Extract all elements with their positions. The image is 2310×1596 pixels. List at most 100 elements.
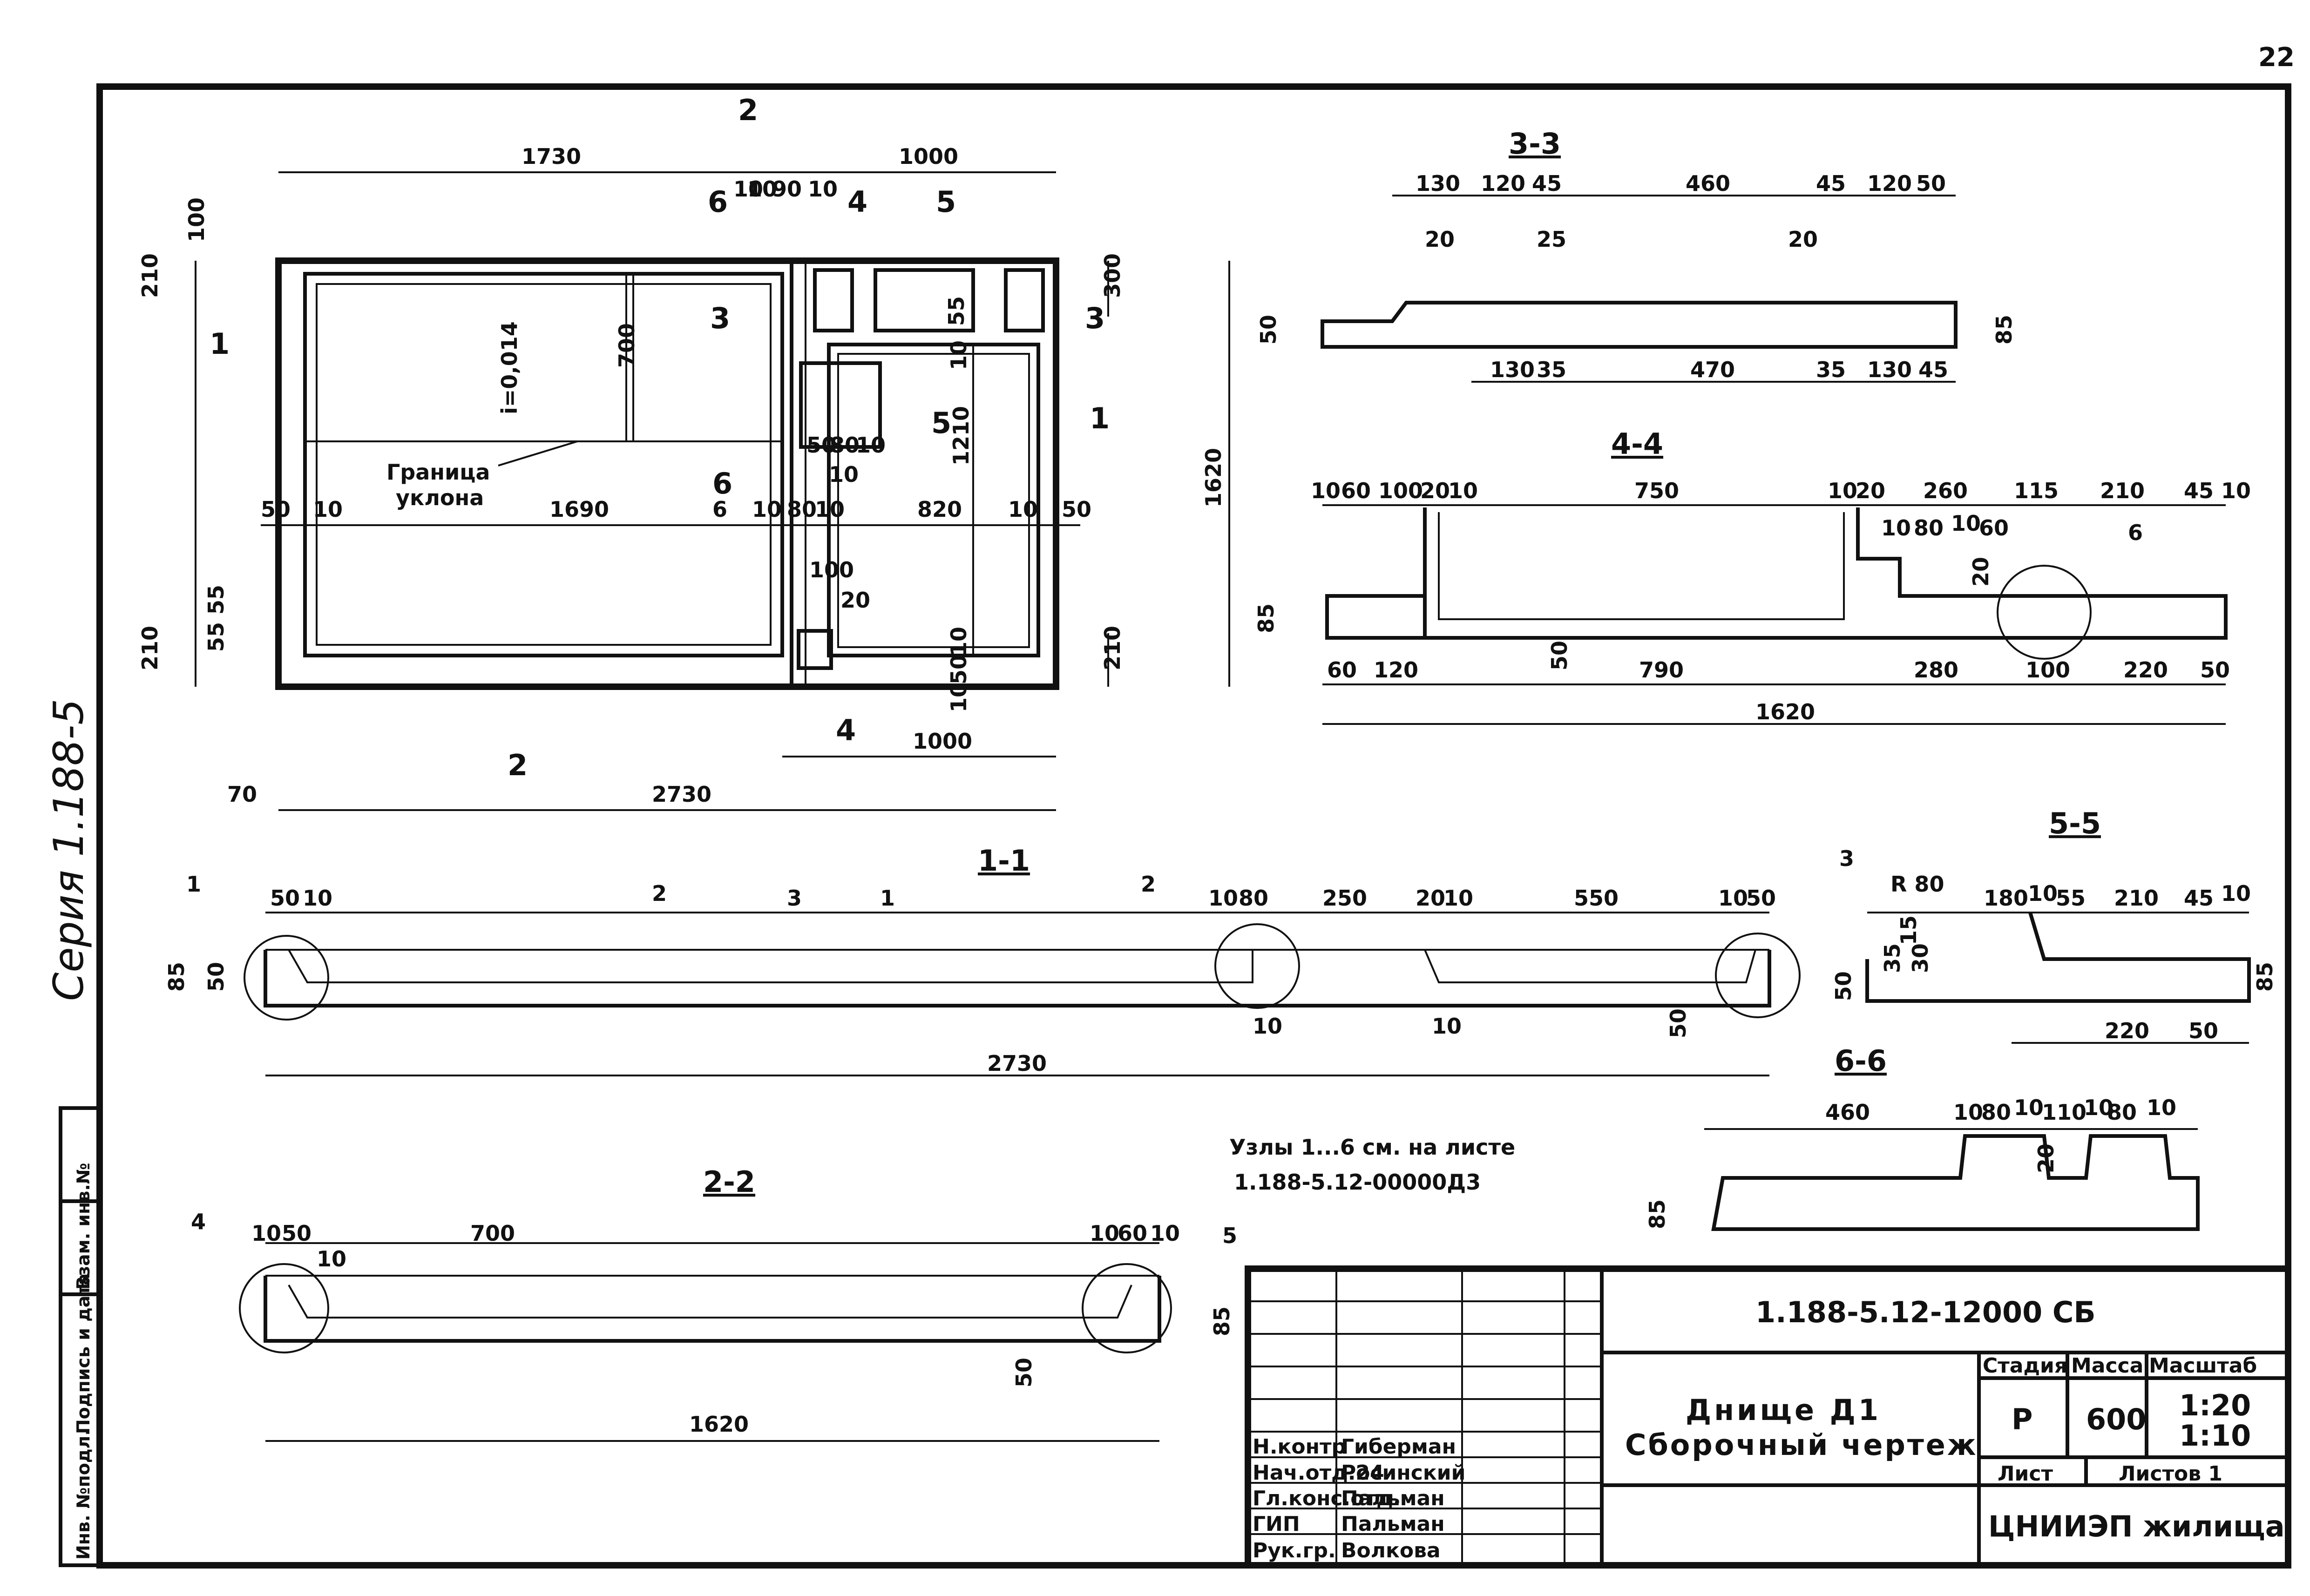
plan-dim-300: 300 xyxy=(1100,253,1125,298)
tb-name-4: Волкова xyxy=(1341,1539,1441,1562)
section-5-5: 5-5 R 80 180 10 55 210 45 10 220 50 15 3… xyxy=(1831,806,2277,1044)
s33-bot-3: 35 xyxy=(1816,357,1846,382)
plan-dim-55-box: 55 xyxy=(944,296,969,326)
s44-bot-1: 120 xyxy=(1374,657,1418,683)
s55-top-4: 45 xyxy=(2184,886,2214,911)
plan-dim-10-top-b: 10 xyxy=(808,176,838,202)
note-line-2: 1.188-5.12-00000Д3 xyxy=(1234,1170,1481,1195)
s44-bot-0: 60 xyxy=(1327,657,1357,683)
s11-top-2: 10 xyxy=(1208,886,1238,911)
s11-bot-2: 50 xyxy=(1666,1008,1691,1038)
s33-bot-2: 470 xyxy=(1690,357,1735,382)
plan-cut-1a: 1 xyxy=(210,327,230,361)
plan-dim-10-r4: 10 xyxy=(946,683,971,712)
s55-side-15: 15 xyxy=(1896,915,1921,945)
s44-side-85: 85 xyxy=(1253,603,1279,633)
tb-role-3: ГИП xyxy=(1253,1512,1300,1536)
s11-top-4: 250 xyxy=(1322,886,1367,911)
s33-top-6: 50 xyxy=(1916,171,1946,196)
s44-top-2: 100 xyxy=(1378,478,1423,503)
s44-total: 1620 xyxy=(1755,699,1815,724)
s11-top-8: 10 xyxy=(1718,886,1748,911)
s44-mid-3: 60 xyxy=(1979,515,2009,541)
s66-top-3: 10 xyxy=(2014,1095,2044,1120)
s11-callout-1a: 1 xyxy=(186,872,201,897)
s55-radius: R 80 xyxy=(1890,872,1944,897)
s44-mid-dims: 10 80 10 60 20 xyxy=(1881,511,2009,587)
s11-top-dims: 50 10 10 80 250 20 10 550 10 50 xyxy=(270,886,1776,911)
s33-top-5: 120 xyxy=(1867,171,1912,196)
s33-top-2: 45 xyxy=(1532,171,1562,196)
tb-scale-1: 1:20 xyxy=(2179,1388,2251,1422)
tb-name-3: Пальман xyxy=(1341,1512,1445,1536)
s44-top-6: 10 xyxy=(1828,478,1857,503)
plan-dim-10-mid2: 10 xyxy=(815,497,845,522)
plan-dim-1210: 1210 xyxy=(948,406,974,466)
s33-top-1: 120 xyxy=(1481,171,1525,196)
plan-dim-80-mid: 80 xyxy=(787,497,817,522)
s11-side-50: 50 xyxy=(203,962,229,992)
tb-stage: Р xyxy=(2012,1402,2032,1436)
plan-cut-5a: 5 xyxy=(936,185,956,219)
s66-top-7: 10 xyxy=(2147,1095,2176,1120)
s55-top-5: 10 xyxy=(2221,881,2251,906)
plan-cut-3b: 3 xyxy=(1085,301,1105,335)
plan-cut-1b: 1 xyxy=(1090,401,1110,435)
s33-side-50: 50 xyxy=(1256,315,1281,345)
plan-cut-4a: 4 xyxy=(847,185,867,219)
s44-bot-4: 100 xyxy=(2025,657,2070,683)
section-2-2: 2-2 10 50 10 700 10 60 10 1620 85 50 4 5 xyxy=(191,1165,1237,1442)
plan-dim-90-top: 90 xyxy=(772,176,802,202)
plan-dim-700: 700 xyxy=(614,323,639,368)
plan-dim-50-right: 50 xyxy=(1062,497,1091,522)
s55-top-0: 180 xyxy=(1984,886,2028,911)
plan-dim-10-left: 10 xyxy=(313,497,343,522)
s44-top-4: 10 xyxy=(1448,478,1478,503)
s66-top-5: 10 xyxy=(2084,1095,2114,1120)
s66-side-85: 85 xyxy=(1645,1199,1670,1229)
s33-bot-4: 130 xyxy=(1867,357,1912,382)
s44-mid-2: 10 xyxy=(1951,511,1981,536)
s11-top-5: 20 xyxy=(1416,886,1445,911)
s44-callout-6: 6 xyxy=(2128,520,2143,545)
tb-name-2: Сборочный чертеж xyxy=(1625,1428,1978,1462)
tb-name-0: Гиберман xyxy=(1341,1435,1456,1459)
s44-top-7: 20 xyxy=(1856,478,1885,503)
tb-role-1: Нач.отд.24 xyxy=(1253,1461,1384,1485)
plan-dim-1000-bottom: 1000 xyxy=(913,729,972,754)
side-stamp: Инв. №подл. Подпись и дата Взам. инв.№ xyxy=(59,1106,102,1567)
stamp-sign-date: Подпись и дата xyxy=(73,1273,94,1434)
plan-dim-10-r2: 10 xyxy=(946,627,971,656)
plan-slope: i=0,014 xyxy=(497,321,522,414)
plan-dim-20-small: 20 xyxy=(840,588,870,613)
s11-top-1: 10 xyxy=(303,886,332,911)
tb-mass: 600 xyxy=(2086,1402,2146,1436)
s55-side-50: 50 xyxy=(1831,971,1856,1001)
s44-top-11: 45 xyxy=(2184,478,2214,503)
s44-top-0: 10 xyxy=(1311,478,1341,503)
s33-top-0: 130 xyxy=(1416,171,1460,196)
series-label: Серия 1.188-5 xyxy=(45,699,93,1001)
s11-top-9: 50 xyxy=(1746,886,1776,911)
s22-top-6: 10 xyxy=(1150,1221,1180,1246)
plan-dim-100-small: 100 xyxy=(809,557,854,582)
s44-top-8: 260 xyxy=(1923,478,1968,503)
s22-top-5: 60 xyxy=(1118,1221,1147,1246)
plan-dim-210-right: 210 xyxy=(1100,626,1125,670)
s66-top-1: 10 xyxy=(1953,1100,1983,1125)
s22-callout-4: 4 xyxy=(191,1209,206,1234)
plan-dim-10-mid: 10 xyxy=(752,497,782,522)
tb-sheets: Листов 1 xyxy=(2119,1462,2222,1486)
s55-bot-1: 50 xyxy=(2188,1018,2218,1043)
plan-dim-1000-top: 1000 xyxy=(899,144,958,169)
s44-top-dims: 10 60 100 20 10 750 10 20 260 115 210 45… xyxy=(1311,478,2251,503)
s55-top-3: 210 xyxy=(2114,886,2159,911)
plan-cut-5b: 5 xyxy=(931,406,951,440)
plan-view: 1730 1000 2730 1000 1620 210 100 210 55 … xyxy=(137,93,1230,811)
plan-dim-10-r1: 10 xyxy=(946,340,971,370)
plan-boundary-2: уклона xyxy=(396,485,484,510)
plan-dim-50-left: 50 xyxy=(261,497,291,522)
tb-org: ЦНИИЭП жилища xyxy=(1988,1509,2285,1543)
plan-dim-210-top: 210 xyxy=(137,253,163,298)
s33-bot-1: 35 xyxy=(1537,357,1566,382)
